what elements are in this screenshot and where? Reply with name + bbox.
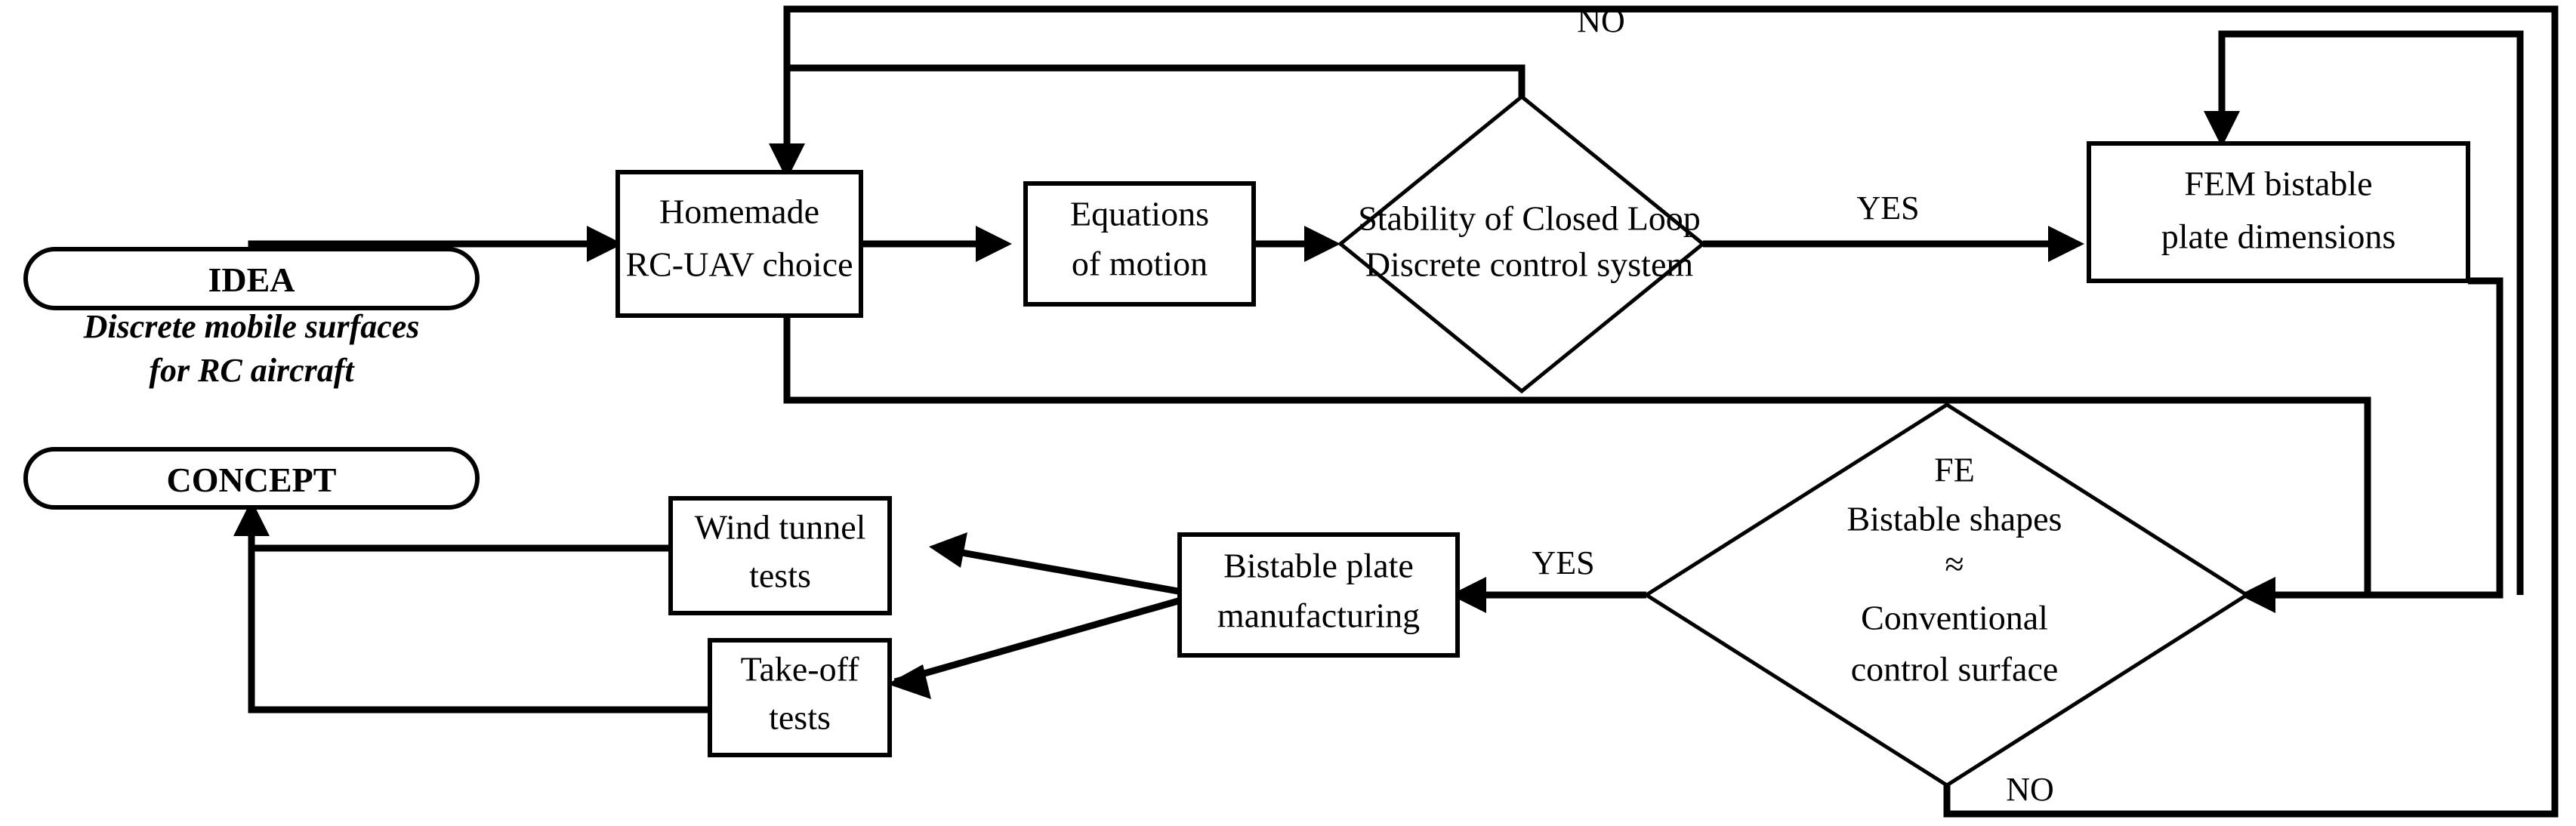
edge-manufacturing-to-windtunnel <box>936 544 1200 599</box>
edge-label-stability-no: NO <box>1577 2 1625 39</box>
node-fem-line-2: plate dimensions <box>2161 217 2396 256</box>
node-bistable-plate-manufacturing[interactable] <box>1177 532 1460 658</box>
arrowhead-fem-feedback-loop <box>2204 111 2240 147</box>
edge-fem-to-fe <box>2247 277 2504 599</box>
edge-label-fe-no: NO <box>2006 771 2054 808</box>
node-fe-line-4: Conventional <box>1861 599 2048 637</box>
edge-homemade-bottom-branch <box>783 316 2371 595</box>
node-fe-line-1: FE <box>1934 451 1975 489</box>
arrowhead-tests-to-concept <box>233 500 270 536</box>
node-concept[interactable] <box>23 447 480 510</box>
node-takeoff-line-2: tests <box>769 698 831 737</box>
arrowhead-manufacturing-to-windtunnel <box>929 532 967 568</box>
node-equations-of-motion[interactable] <box>1023 181 1256 307</box>
edge-stability-no-to-homemade <box>783 64 1526 172</box>
node-idea-label: IDEA <box>208 260 295 299</box>
edge-fem-feedback-loop <box>2218 30 2524 595</box>
edge-fe-no-return-to-homemade <box>783 5 2559 574</box>
node-fe-line-5: control surface <box>1851 650 2059 689</box>
node-stability-decision[interactable] <box>1337 94 1706 394</box>
edge-label-stability-yes: YES <box>1856 190 1919 227</box>
node-wind-tunnel-tests[interactable] <box>668 496 892 615</box>
edge-label-fe-yes: YES <box>1532 544 1594 581</box>
node-stability-line-2: Discrete control system <box>1365 245 1694 284</box>
node-fem-line-1: FEM bistable <box>2184 165 2372 203</box>
node-homemade-line-1: Homemade <box>659 193 819 231</box>
arrowhead-idea-to-homemade <box>587 226 623 262</box>
arrowhead-homemade-to-equations <box>976 226 1012 262</box>
arrowhead-manufacturing-to-takeoff <box>887 664 931 699</box>
idea-caption-line-2: for RC aircraft <box>149 352 355 389</box>
arrowhead-stability-yes-to-fem <box>2048 226 2084 262</box>
node-fe-comparison-decision[interactable] <box>1643 402 2251 787</box>
node-manufacturing-line-2: manufacturing <box>1217 596 1420 635</box>
node-homemade-line-2: RC-UAV choice <box>625 245 853 284</box>
node-fe-line-2: Bistable shapes <box>1847 500 2062 538</box>
arrowhead-fem-to-fe <box>2239 577 2275 613</box>
arrowhead-fe-yes-to-manufacturing <box>1450 577 1486 613</box>
node-homemade-rc-uav[interactable] <box>615 170 863 318</box>
node-fem-bistable-plate[interactable] <box>2087 141 2470 283</box>
node-takeoff-tests[interactable] <box>708 638 892 757</box>
node-idea[interactable] <box>23 247 480 310</box>
arrowhead-equations-to-stability <box>1304 226 1340 262</box>
node-equations-line-2: of motion <box>1072 245 1208 283</box>
node-windtunnel-line-2: tests <box>749 556 811 595</box>
node-takeoff-line-1: Take-off <box>741 650 860 689</box>
node-stability-line-1: Stability of Closed Loop <box>1358 199 1701 238</box>
node-equations-line-1: Equations <box>1070 195 1209 233</box>
edge-takeoff-to-concept <box>248 507 755 714</box>
idea-caption-line-1: Discrete mobile surfaces <box>83 308 420 345</box>
node-fe-line-3: ≈ <box>1945 545 1964 584</box>
edge-fe-no-bottom-run <box>1943 574 2559 818</box>
node-windtunnel-line-1: Wind tunnel <box>695 508 866 547</box>
arrowhead-stability-no-to-homemade <box>769 143 805 180</box>
edge-manufacturing-to-takeoff <box>893 591 1201 686</box>
node-concept-label: CONCEPT <box>167 461 337 499</box>
node-manufacturing-line-1: Bistable plate <box>1223 547 1414 585</box>
